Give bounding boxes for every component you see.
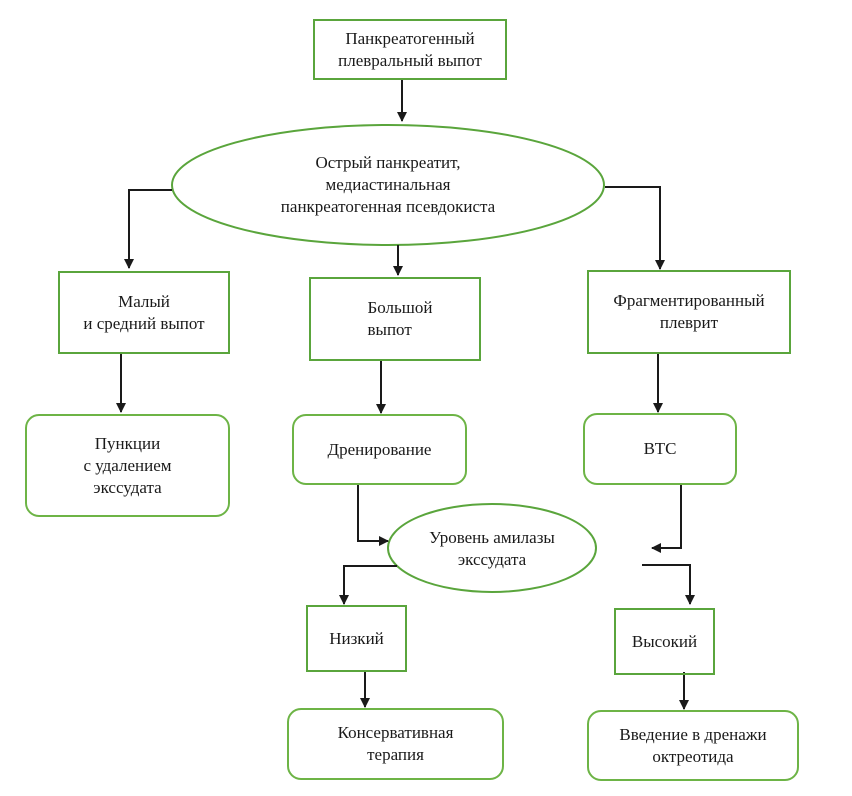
cause-ellipse — [171, 124, 605, 246]
edge-amylase-high — [642, 564, 695, 605]
edge-amylase-low — [339, 565, 397, 605]
node-amylase-level: Уровень амилазы экссудата — [390, 505, 594, 593]
node-large-effusion-label: Большой выпот — [367, 298, 433, 339]
node-vts: ВТС — [583, 413, 737, 485]
edge-drainage-amylase — [357, 484, 389, 546]
node-octreotide-label: Введение в дренажи октреотида — [619, 724, 767, 766]
node-conservative-therapy-label: Консервативная терапия — [337, 723, 454, 764]
node-punctures: Пункции с удалением экссудата — [25, 414, 230, 517]
node-fragmented-pleurisy-label: Фрагментированный плеврит — [613, 291, 765, 332]
edge-cause-fragmented-pleurisy — [605, 186, 665, 270]
node-cause: Острый панкреатит, медиастинальная панкр… — [180, 125, 596, 245]
node-high: Высокий — [614, 608, 715, 675]
node-octreotide: Введение в дренажи октреотида — [587, 710, 799, 781]
node-conservative-therapy: Консервативная терапия — [287, 708, 504, 780]
node-drainage: Дренирование — [292, 414, 467, 485]
node-punctures-label: Пункции с удалением экссудата — [83, 433, 172, 497]
amylase-level-ellipse — [387, 503, 597, 593]
node-fragmented-pleurisy: Фрагментированный плеврит — [587, 270, 791, 354]
node-low: Низкий — [306, 605, 407, 672]
node-high-label: Высокий — [631, 631, 698, 651]
node-drainage-label: Дренирование — [327, 439, 432, 459]
node-amylase-level-label: Уровень амилазы экссудата — [429, 528, 555, 569]
node-small-effusion-label: Малый и средний выпот — [83, 291, 205, 333]
edge-vts-amylase — [651, 484, 682, 553]
edge-cause-small-effusion — [124, 189, 172, 269]
node-root: Панкреатогенный плевральный выпот — [313, 19, 507, 80]
node-cause-label: Острый панкреатит, медиастинальная панкр… — [280, 153, 496, 216]
node-root-label: Панкреатогенный плевральный выпот — [338, 28, 482, 70]
node-vts-label: ВТС — [643, 439, 677, 458]
node-low-label: Низкий — [329, 628, 384, 648]
node-small-effusion: Малый и средний выпот — [58, 271, 230, 354]
node-large-effusion: Большой выпот — [309, 277, 481, 361]
